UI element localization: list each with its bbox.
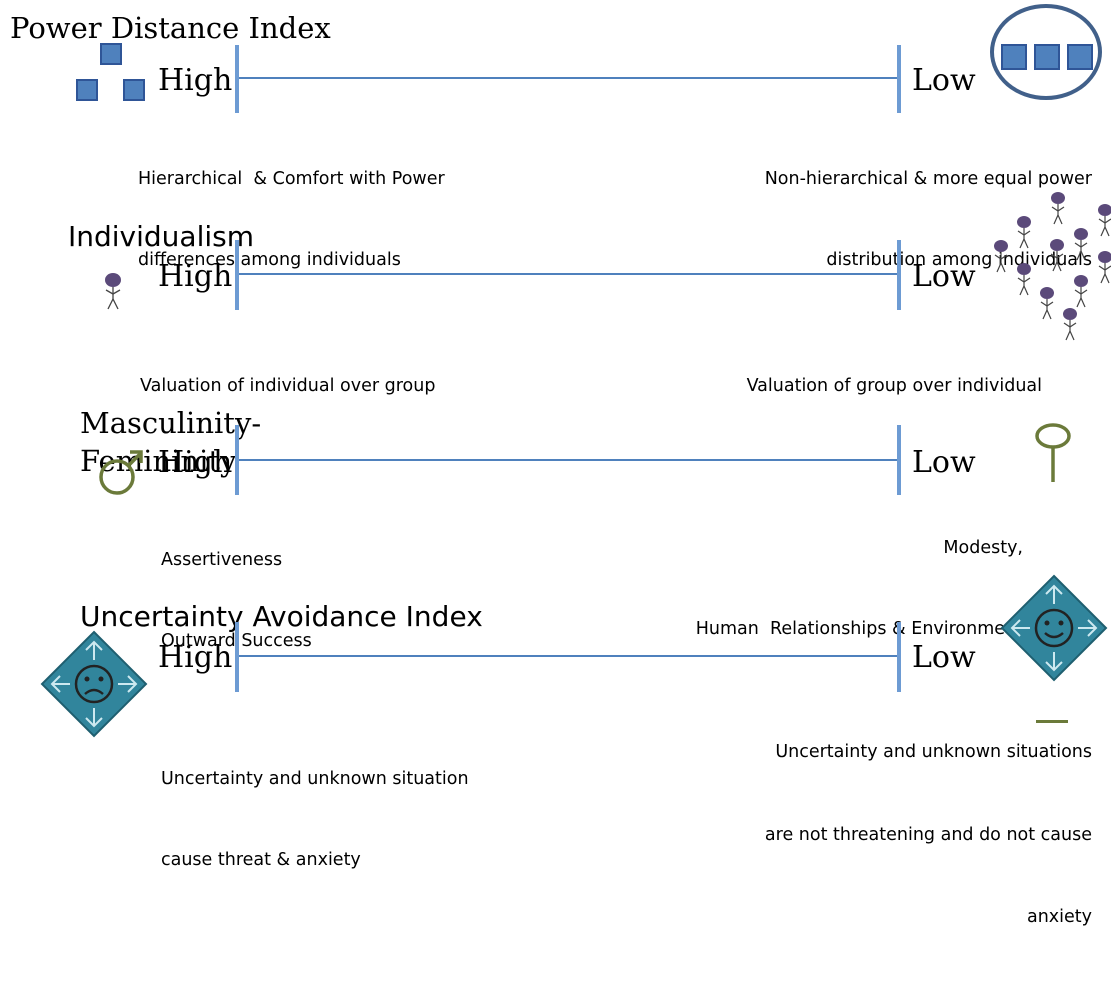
power-distance-high-tick — [235, 45, 239, 113]
individualism-high-desc-line1: Valuation of individual over group — [140, 376, 436, 396]
individualism-scale-line — [239, 273, 900, 275]
uncertainty-low-desc: Uncertainty and unknown situations are n… — [765, 684, 1092, 987]
uncertainty-high-desc: Uncertainty and unknown situation cause … — [161, 712, 469, 928]
individualism-high-label: High — [158, 259, 233, 294]
uncertainty-low-tick — [897, 622, 901, 692]
uncertainty-low-desc-line3: anxiety — [1026, 907, 1092, 927]
power-distance-high-label: High — [158, 63, 233, 98]
sad-face-diamond-icon — [40, 630, 148, 738]
uncertainty-scale-line — [239, 655, 900, 657]
individualism-low-tick — [897, 240, 901, 310]
masculinity-high-label: High — [158, 445, 233, 480]
masculinity-low-desc-line2: Human Relationships & Environment — [695, 619, 1023, 639]
smiley-face-diamond-icon — [1000, 574, 1108, 682]
individualism-high-tick — [235, 240, 239, 310]
person-icon — [105, 273, 121, 310]
uncertainty-low-desc-line2: are not threatening and do not cause — [764, 824, 1092, 845]
uncertainty-title: Uncertainty Avoidance Index — [80, 600, 483, 633]
female-symbol-icon — [1035, 423, 1071, 482]
power-distance-title-line1: Power Distance Index — [10, 11, 331, 45]
individualism-low-label: Low — [912, 259, 976, 294]
power-distance-high-desc-line1: Hierarchical & Comfort with Power — [138, 169, 445, 189]
individualism-title: Individualism — [68, 220, 255, 253]
masculinity-low-label: Low — [912, 445, 976, 480]
masculinity-low-desc: Modesty, Human Relationships & Environme… — [696, 481, 1023, 697]
power-distance-low-label: Low — [912, 63, 976, 98]
masculinity-high-desc: Assertiveness Outward Success — [161, 493, 312, 709]
individualism-low-desc-line1: Valuation of group over individual — [746, 376, 1042, 396]
individualism-low-desc: Valuation of group over individual — [747, 319, 1042, 454]
uncertainty-low-desc-line1: Uncertainty and unknown situations — [775, 742, 1092, 762]
masculinity-high-desc-line2: Outward Success — [161, 631, 312, 651]
male-symbol-icon — [99, 450, 143, 495]
power-distance-high-desc: Hierarchical & Comfort with Power differ… — [138, 112, 445, 328]
uncertainty-high-tick — [235, 622, 239, 692]
power-distance-high-desc-line2: differences among individuals — [138, 250, 401, 270]
uncertainty-low-label: Low — [912, 640, 976, 675]
power-distance-scale-line — [239, 77, 900, 79]
masculinity-high-tick — [235, 425, 239, 495]
masculinity-low-desc-line1: Modesty, — [943, 538, 1023, 558]
stray-dash-mark — [1036, 720, 1068, 723]
masculinity-scale-line — [239, 459, 900, 461]
uncertainty-high-desc-line2: cause threat & anxiety — [161, 850, 361, 870]
power-distance-low-desc-line1: Non-hierarchical & more equal power — [764, 169, 1092, 189]
masculinity-high-desc-line1: Assertiveness — [161, 550, 283, 570]
masculinity-low-tick — [897, 425, 901, 495]
individualism-high-desc: Valuation of individual over group — [140, 319, 435, 454]
uncertainty-high-label: High — [158, 640, 233, 675]
masculinity-title: Masculinity-Femininity — [80, 406, 262, 478]
uncertainty-high-desc-line1: Uncertainty and unknown situation — [161, 769, 469, 789]
power-distance-low-tick — [897, 45, 901, 113]
